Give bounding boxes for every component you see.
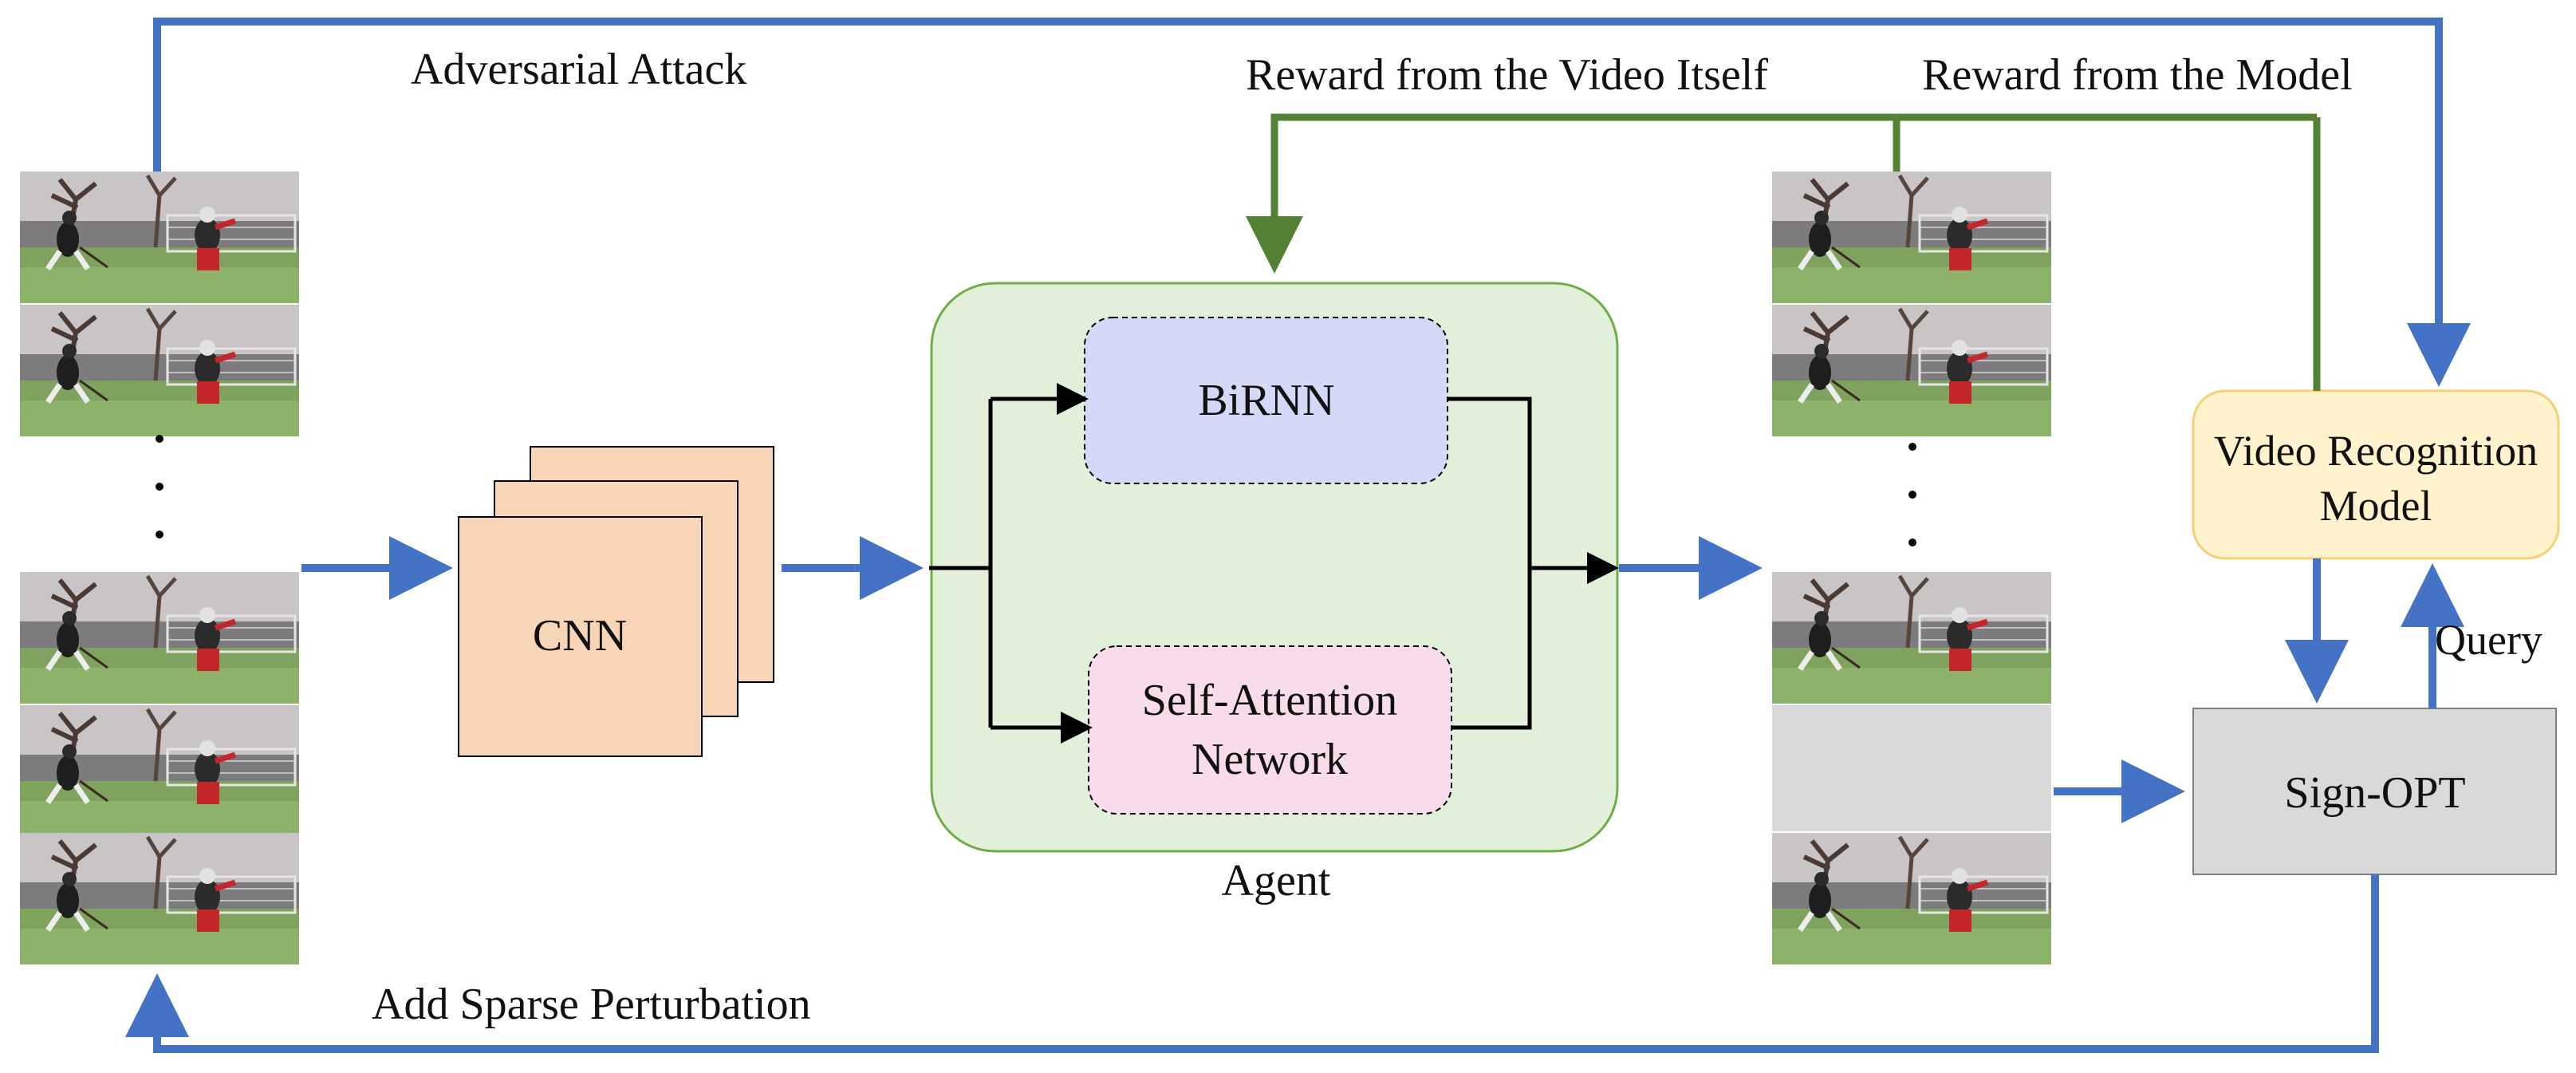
add-sparse-label: Add Sparse Perturbation bbox=[372, 980, 811, 1029]
self-attention-label-line2: Network bbox=[1191, 735, 1348, 784]
ellipsis-dots bbox=[1908, 443, 1916, 546]
adversarial-attack-arrow bbox=[153, 18, 2471, 387]
agent-connectors bbox=[929, 383, 1619, 744]
reward-video-label: Reward from the Video Itself bbox=[1246, 50, 1768, 100]
add-sparse-perturbation-arrow bbox=[125, 874, 2379, 1053]
agent-block: BiRNN Self-Attention Network Agent bbox=[930, 282, 1619, 905]
ellipsis-dots bbox=[156, 435, 163, 538]
birnn-label: BiRNN bbox=[1198, 376, 1334, 425]
self-attention-block bbox=[1088, 645, 1452, 815]
query-label: Query bbox=[2435, 616, 2543, 664]
cnn-block: CNN bbox=[458, 446, 774, 757]
output-frame bbox=[1772, 305, 2051, 436]
reward-arrow bbox=[1246, 113, 2317, 274]
blue-arrows bbox=[125, 18, 2471, 1053]
input-frame bbox=[20, 305, 299, 436]
output-frames bbox=[1772, 172, 2051, 965]
input-frames bbox=[20, 172, 299, 965]
sign-opt-label: Sign-OPT bbox=[2284, 768, 2465, 818]
cnn-label: CNN bbox=[533, 611, 627, 661]
video-model-label-line1: Video Recognition bbox=[2214, 427, 2538, 475]
output-frame bbox=[1772, 833, 2051, 965]
sign-opt-block: Sign-OPT bbox=[2192, 708, 2557, 875]
output-frame bbox=[1772, 572, 2051, 704]
masked-frame bbox=[1772, 705, 2051, 831]
input-frame bbox=[20, 172, 299, 303]
reward-model-label: Reward from the Model bbox=[1922, 50, 2353, 100]
adversarial-attack-label: Adversarial Attack bbox=[411, 45, 746, 94]
video-recognition-model: Video Recognition Model bbox=[2192, 389, 2560, 560]
input-frame bbox=[20, 572, 299, 704]
video-model-label-line2: Model bbox=[2320, 482, 2432, 530]
self-attention-label-line1: Self-Attention bbox=[1142, 676, 1397, 725]
output-frame bbox=[1772, 172, 2051, 303]
green-arrows bbox=[1246, 113, 2321, 391]
input-frame bbox=[20, 705, 299, 837]
agent-label: Agent bbox=[1222, 856, 1331, 905]
input-frame bbox=[20, 833, 299, 965]
